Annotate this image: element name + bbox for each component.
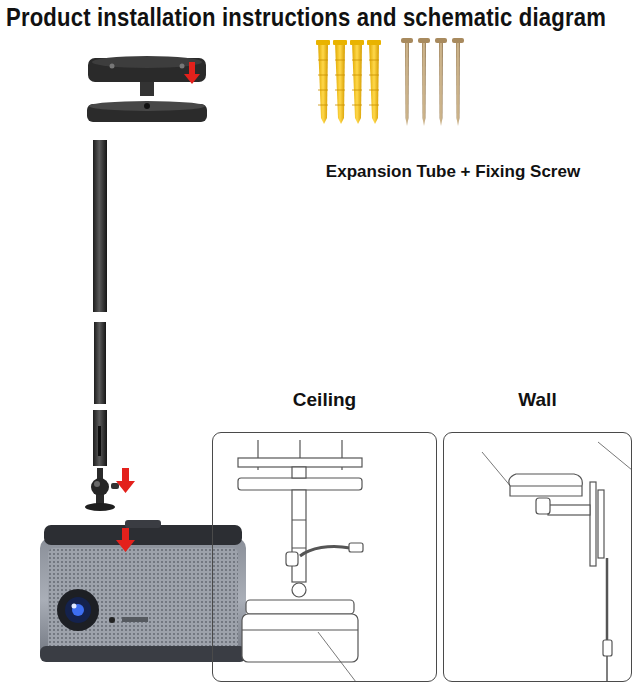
mount-disk-top [89, 101, 205, 111]
sketch-seam [510, 485, 582, 486]
sketch-joints [292, 520, 306, 548]
sketch-head [536, 498, 550, 514]
sketch-arm [548, 505, 590, 515]
expansion-tube [316, 40, 330, 124]
screw-head [401, 38, 413, 43]
tube-collar [367, 40, 381, 45]
tube-collar [316, 40, 330, 45]
sketch-post [292, 467, 306, 478]
fixing-screws [401, 38, 464, 126]
expansion-tube [350, 40, 364, 124]
screw-shank [422, 43, 426, 126]
sketch-projector-top [246, 600, 354, 614]
panel-heading: Wall [444, 389, 631, 411]
leader-line [318, 632, 356, 682]
sketch-plug [349, 543, 363, 552]
head-knob [111, 483, 119, 489]
tube-shape [335, 42, 345, 124]
screw-shank [439, 43, 443, 126]
head-base [85, 503, 115, 511]
tube-ribs [318, 60, 380, 105]
pole-segment [93, 410, 107, 466]
wall-sketch [482, 442, 632, 682]
projector-grille [48, 548, 238, 652]
sketch-projector [242, 614, 358, 662]
view-panel: Wall [443, 432, 632, 682]
screw-hole [110, 64, 115, 69]
screw-head [418, 38, 430, 43]
sketch-wall-plate [590, 482, 596, 566]
panel-heading: Ceiling [213, 389, 436, 411]
ceiling-plate [87, 56, 207, 122]
lens-glass [65, 597, 91, 623]
screw-shank [456, 43, 460, 126]
head-ball-shine [94, 481, 100, 487]
screw-head [435, 38, 447, 43]
head-ball [91, 478, 109, 496]
screw-hole [180, 64, 185, 69]
arrow-markers [116, 62, 200, 552]
fixing-screw [418, 38, 430, 126]
red-arrow [116, 468, 135, 493]
projector-lens [57, 589, 99, 631]
sketch-clip [286, 552, 298, 566]
fixing-screw [452, 38, 464, 126]
leader-line [482, 452, 512, 488]
parts-caption: Expansion Tube + Fixing Screw [292, 162, 614, 182]
sketch-plate [238, 458, 362, 467]
tube-shape [369, 42, 379, 124]
projector-body [40, 538, 246, 662]
projector [40, 520, 246, 662]
projector-bottom [40, 646, 246, 662]
sketch-cable [606, 656, 608, 682]
sketch-disk [238, 478, 362, 490]
view-panel: Ceiling [212, 432, 437, 682]
brand-plate [122, 617, 148, 622]
leader-line [598, 442, 632, 470]
mount-cap-top [92, 56, 202, 68]
sensor-dot [109, 617, 115, 623]
mount-hole [144, 103, 150, 109]
red-arrow [116, 528, 135, 552]
tube-collar [350, 40, 364, 45]
sketch-ball [292, 583, 306, 597]
pole-segment [94, 322, 106, 404]
screw-shank [405, 43, 409, 126]
ball-head [85, 468, 119, 511]
lens-light [72, 604, 84, 616]
tube-shape [352, 42, 362, 124]
telescopic-pole [93, 140, 107, 466]
sketch-wall-disk [598, 490, 604, 558]
sketch-pole [292, 490, 306, 582]
fixing-screw [401, 38, 413, 126]
lens-glint [72, 604, 77, 609]
screw-head [452, 38, 464, 43]
expansion-tube [333, 40, 347, 124]
page-title: Product installation instructions and sc… [6, 2, 606, 33]
sketch-cable [300, 546, 350, 556]
expansion-tubes [316, 40, 381, 124]
pole-slot [98, 426, 101, 456]
mount-post [140, 82, 154, 96]
tube-shape [318, 42, 328, 124]
sketch-plug [603, 640, 612, 656]
sketch-projector [509, 474, 582, 496]
projector-button [125, 520, 161, 528]
pole-segment [93, 140, 107, 312]
sketch-seam [242, 629, 358, 630]
tube-collar [333, 40, 347, 45]
ceiling-sketch [238, 440, 363, 682]
fixing-screw [435, 38, 447, 126]
sketch-cable [606, 558, 609, 640]
expansion-tube [367, 40, 381, 124]
red-arrow [184, 62, 200, 84]
